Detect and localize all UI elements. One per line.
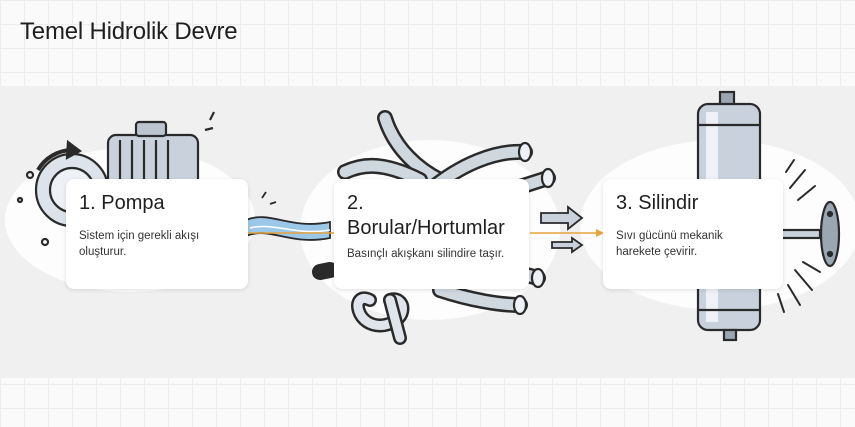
- step-description: Basınçlı akışkanı silindire taşır.: [347, 248, 505, 260]
- step-card-cylinder: 3. Silindir Sıvı gücünü mekanik harekete…: [603, 179, 783, 289]
- step-heading: 3. Silindir: [616, 192, 699, 214]
- step-card-pipes: 2. Borular/Hortumlar Basınçlı akışkanı s…: [334, 179, 529, 289]
- step-heading: 2. Borular/Hortumlar: [347, 192, 505, 239]
- page-title: Temel Hidrolik Devre: [20, 18, 238, 45]
- step-heading: 1. Pompa: [79, 192, 165, 214]
- flow-arrow-icon: [246, 229, 604, 237]
- step-description: Sistem için gerekli akışı oluşturur.: [79, 230, 200, 258]
- step-card-pump: 1. Pompa Sistem için gerekli akışı oluşt…: [66, 179, 248, 289]
- step-description: Sıvı gücünü mekanik harekete çevirir.: [616, 230, 723, 258]
- pressure-arrows-icon: [540, 205, 584, 254]
